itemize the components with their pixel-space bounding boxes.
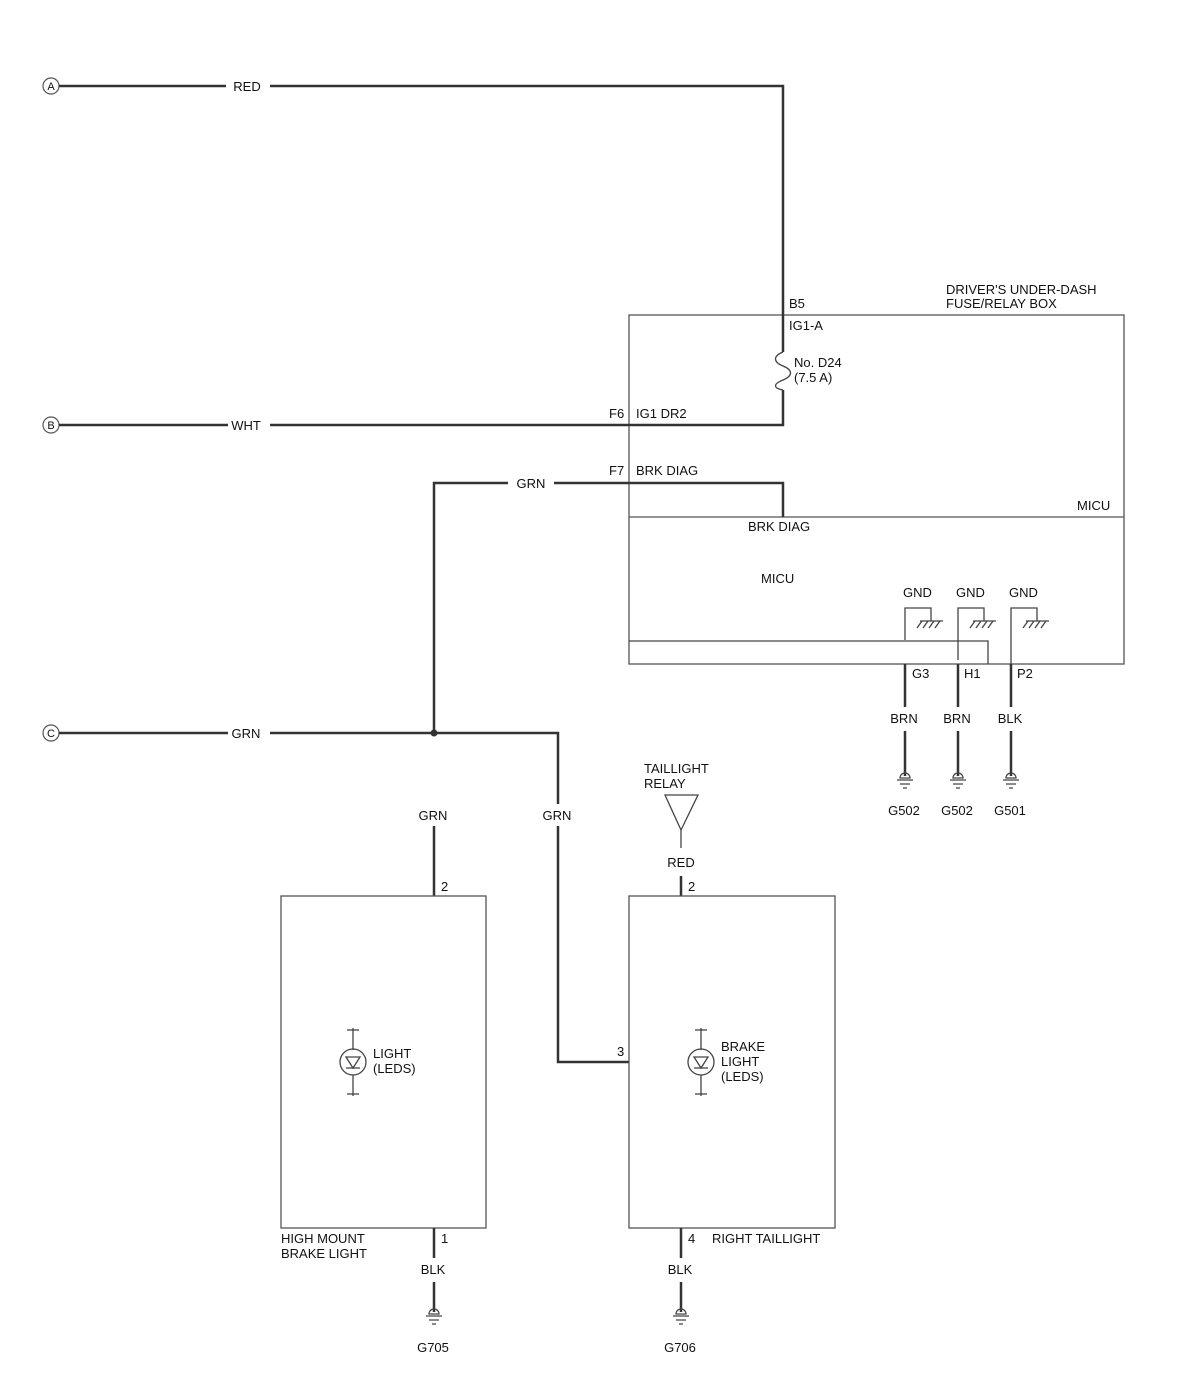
pin-f6: F6 xyxy=(609,406,624,421)
taillight-light-line1: BRAKE xyxy=(721,1039,765,1054)
brk-diag-fuse-label: BRK DIAG xyxy=(636,463,698,478)
wire-grn-taillight-label: GRN xyxy=(543,808,572,823)
high-mount-pin-2: 2 xyxy=(441,879,448,894)
ground-symbol-g502a xyxy=(897,772,913,789)
high-mount-name-line1: HIGH MOUNT xyxy=(281,1231,365,1246)
wire-grn-f7[interactable] xyxy=(432,481,785,733)
connector-b[interactable]: B xyxy=(42,416,60,434)
taillight-pin-4: 4 xyxy=(688,1231,695,1246)
ground-g502a-label: G502 xyxy=(888,803,920,818)
micu-gnd3-label: GND xyxy=(1009,585,1038,600)
wire-internal-f6 xyxy=(629,390,785,427)
wire-red-relay-label: RED xyxy=(667,855,694,870)
right-taillight[interactable]: 2 3 BRAKE LIGHT (LEDS) 4 RIGHT TAILLIGHT xyxy=(617,879,836,1246)
taillight-relay-line2: RELAY xyxy=(644,776,686,791)
fuse-d24-symbol[interactable] xyxy=(774,351,792,391)
wire-red-a[interactable] xyxy=(59,84,785,300)
pin-b5: B5 xyxy=(789,296,805,311)
connector-a[interactable]: A xyxy=(42,77,60,95)
wire-red-a-label: RED xyxy=(233,79,260,94)
wire-blk-p2-label: BLK xyxy=(998,711,1023,726)
wire-brn-g3-label: BRN xyxy=(890,711,917,726)
taillight-light-line2: LIGHT xyxy=(721,1054,759,1069)
ground-symbol-g501 xyxy=(1003,772,1019,789)
high-mount-light-line1: LIGHT xyxy=(373,1046,411,1061)
wire-blk-high-mount-label: BLK xyxy=(421,1262,446,1277)
wire-brn-h1-label: BRN xyxy=(943,711,970,726)
micu-unit: BRK DIAG MICU GND GND GND G3 H1 P2 xyxy=(629,519,1049,681)
taillight-light-line3: (LEDS) xyxy=(721,1069,764,1084)
high-mount-pin-1: 1 xyxy=(441,1231,448,1246)
taillight-relay-line1: TAILLIGHT xyxy=(644,761,709,776)
micu-side-label: MICU xyxy=(1077,498,1110,513)
high-mount-light-line2: (LEDS) xyxy=(373,1061,416,1076)
micu-label: MICU xyxy=(761,571,794,586)
pin-g3: G3 xyxy=(912,666,929,681)
high-mount-name-line2: BRAKE LIGHT xyxy=(281,1246,367,1261)
fuse-d24-rating: (7.5 A) xyxy=(794,370,832,385)
connector-c-label: C xyxy=(47,728,55,740)
splice-point xyxy=(430,729,438,737)
micu-brk-diag-label: BRK DIAG xyxy=(748,519,810,534)
fuse-box-title-line1: DRIVER'S UNDER-DASH xyxy=(946,282,1097,297)
ground-g501-label: G501 xyxy=(994,803,1026,818)
wire-grn-c-label: GRN xyxy=(232,726,261,741)
connector-a-label: A xyxy=(47,81,55,93)
ground-g705-label: G705 xyxy=(417,1340,449,1355)
ground-g502b-label: G502 xyxy=(941,803,973,818)
pin-f7: F7 xyxy=(609,463,624,478)
micu-gnd2-label: GND xyxy=(956,585,985,600)
ig1dr2-label: IG1 DR2 xyxy=(636,406,687,421)
fuse-d24-name: No. D24 xyxy=(794,355,842,370)
ground-g706-label: G706 xyxy=(664,1340,696,1355)
wire-blk-taillight-label: BLK xyxy=(668,1262,693,1277)
pin-h1: H1 xyxy=(964,666,981,681)
wire-grn-c[interactable] xyxy=(59,731,629,1064)
taillight-relay-symbol[interactable] xyxy=(663,794,700,832)
connector-c[interactable]: C xyxy=(42,724,60,742)
ground-symbol-g706 xyxy=(673,1308,689,1325)
led-icon xyxy=(339,1028,367,1096)
pin-p2: P2 xyxy=(1017,666,1033,681)
right-taillight-name: RIGHT TAILLIGHT xyxy=(712,1231,820,1246)
ground-symbol-g502b xyxy=(950,772,966,789)
taillight-pin-3: 3 xyxy=(617,1044,624,1059)
fuse-box-title-line2: FUSE/RELAY BOX xyxy=(946,296,1057,311)
taillight-pin-2: 2 xyxy=(688,879,695,894)
high-mount-brake-light[interactable]: 2 LIGHT (LEDS) 1 HIGH MOUNT BRAKE LIGHT xyxy=(280,879,487,1261)
connector-b-label: B xyxy=(47,420,54,432)
micu-gnd1-label: GND xyxy=(903,585,932,600)
wire-grn-high-mount-label: GRN xyxy=(419,808,448,823)
ig1a-label: IG1-A xyxy=(789,318,823,333)
led-icon xyxy=(687,1028,715,1096)
ground-symbol-g705 xyxy=(426,1308,442,1325)
wire-grn-f7-label: GRN xyxy=(517,476,546,491)
wire-wht-b-label: WHT xyxy=(231,418,261,433)
fuse-relay-box: DRIVER'S UNDER-DASH FUSE/RELAY BOX B5 IG… xyxy=(609,282,1125,665)
